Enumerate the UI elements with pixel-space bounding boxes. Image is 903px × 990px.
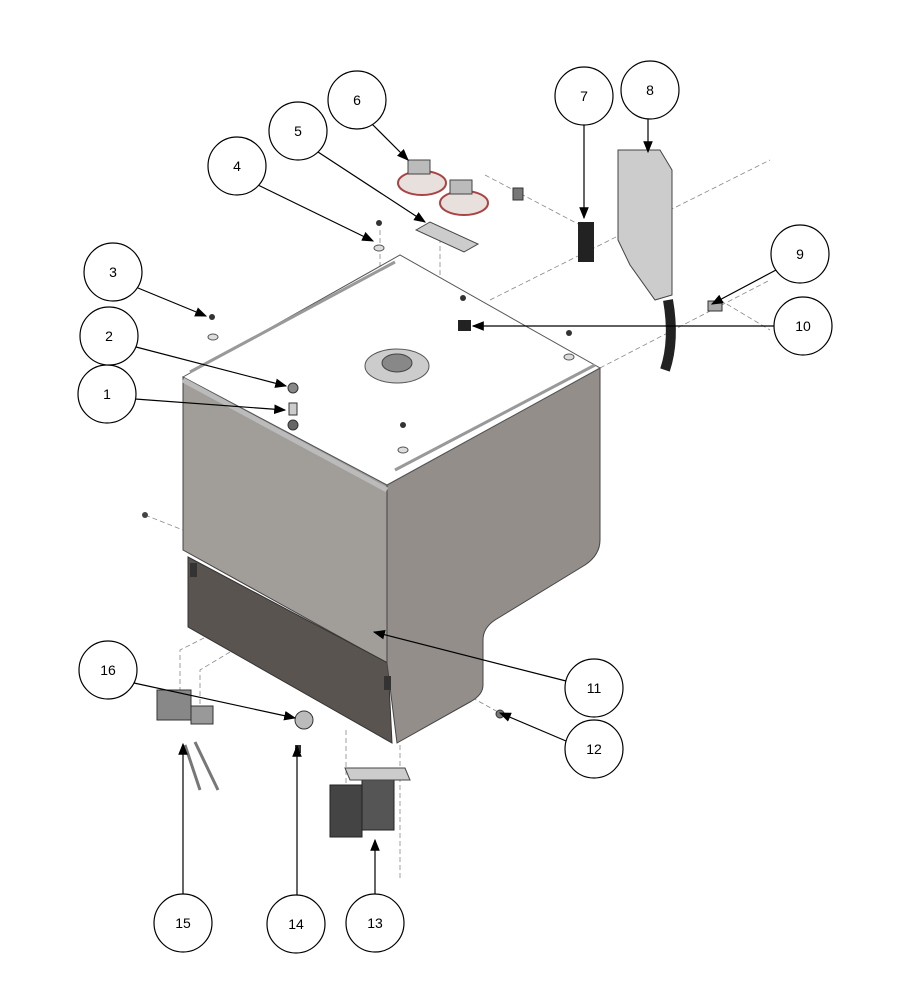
part-10-block: [458, 320, 471, 331]
hardware: [142, 220, 575, 719]
callout-6: 6: [327, 70, 387, 130]
cabinet-body: [181, 254, 602, 744]
callout-14: 14: [266, 894, 326, 954]
callout-label: 9: [796, 246, 804, 262]
part-13-valves: [329, 767, 411, 838]
callout-label: 7: [580, 88, 588, 104]
callout-label: 1: [103, 386, 111, 402]
callout-label: 11: [587, 680, 602, 696]
callout-1: 1: [77, 364, 137, 424]
callout-10: 10: [773, 296, 833, 356]
part-16-fitting: [294, 710, 314, 730]
callout-label: 14: [288, 916, 304, 932]
callout-11: 11: [564, 658, 624, 718]
pressure-switches: [397, 159, 489, 216]
callout-label: 16: [100, 662, 116, 678]
callout-9: 9: [770, 224, 830, 284]
callout-3: 3: [83, 242, 143, 302]
callout-label: 6: [353, 92, 361, 108]
callout-2: 2: [79, 306, 139, 366]
callout-label: 8: [646, 82, 654, 98]
callouts: 1 2 3 4 5 6 7 8 9 10 11 12 13 14 15 16: [77, 60, 833, 954]
callout-12: 12: [564, 719, 624, 779]
callout-label: 15: [175, 915, 191, 931]
part-7-plate: [578, 222, 594, 262]
callout-label: 10: [795, 318, 811, 334]
callout-5: 5: [268, 101, 328, 161]
part-8-igniter-module: [617, 149, 676, 372]
drawer-front: [187, 556, 393, 744]
callout-7: 7: [554, 66, 614, 126]
callout-label: 13: [367, 915, 383, 931]
callout-label: 3: [109, 264, 117, 280]
mounting-bracket: [414, 221, 480, 253]
callout-15: 15: [153, 893, 213, 953]
leader-lines: [133, 119, 777, 895]
callout-label: 5: [294, 123, 302, 139]
callout-4: 4: [207, 136, 267, 196]
part-15-sensor: [156, 689, 220, 791]
callout-13: 13: [345, 893, 405, 953]
callout-label: 12: [586, 741, 602, 757]
callout-label: 2: [105, 328, 113, 344]
callout-8: 8: [620, 60, 680, 120]
callout-label: 4: [233, 158, 241, 174]
callout-16: 16: [78, 640, 138, 700]
